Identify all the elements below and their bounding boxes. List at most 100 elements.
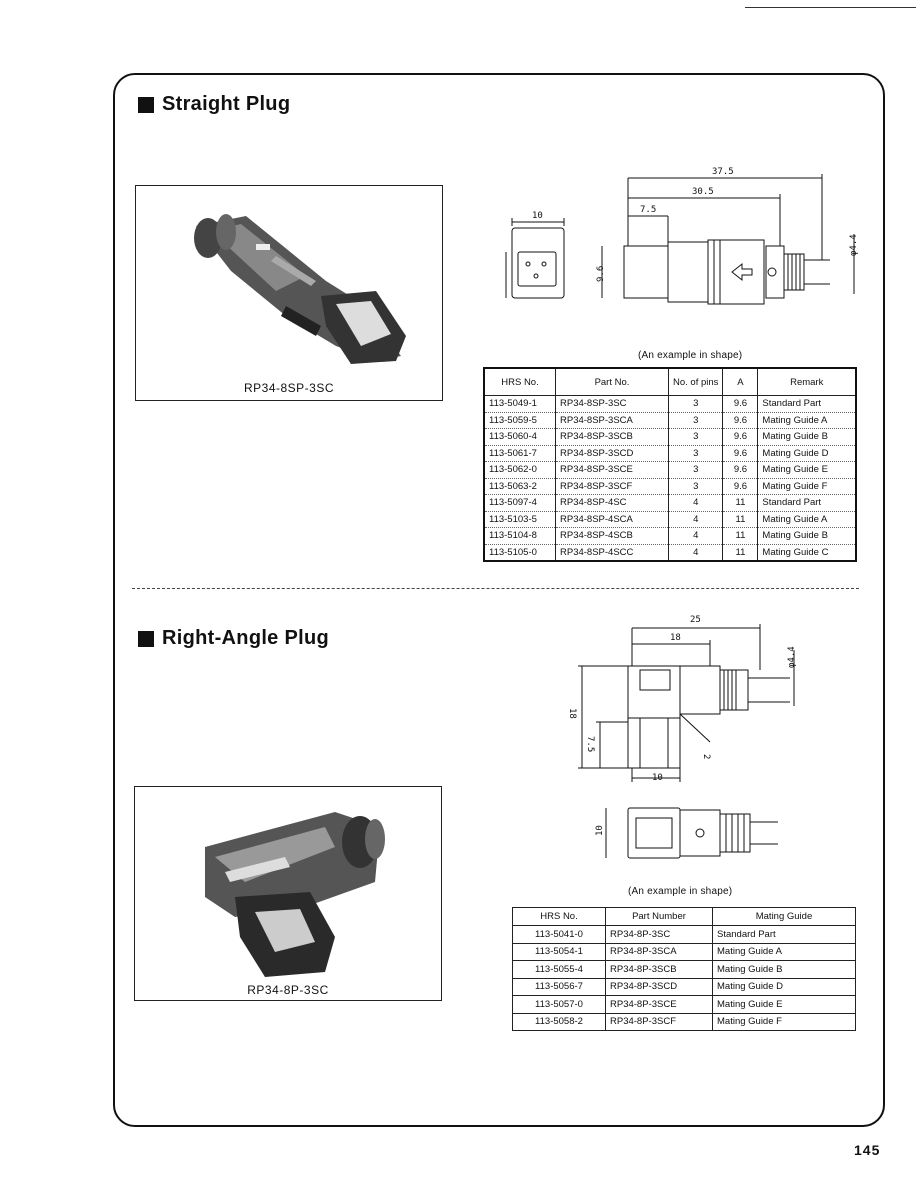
cell-pins: 4 (667, 543, 724, 562)
cell-part: RP34-8P-3SCD (605, 977, 713, 996)
cell-pins: 3 (667, 411, 724, 429)
cell-part: RP34-8SP-3SCA (555, 411, 669, 429)
dim-mid: 30.5 (692, 187, 714, 197)
dim-mid: 18 (670, 633, 681, 643)
cell-remark: Mating Guide B (757, 428, 857, 446)
cell-a: 11 (722, 510, 759, 528)
cell-a: 9.6 (722, 477, 759, 495)
cell-a: 9.6 (722, 411, 759, 429)
cell-remark: Mating Guide D (757, 444, 857, 462)
cell-part: RP34-8P-3SCF (605, 1012, 713, 1031)
cell-guide: Mating Guide B (712, 960, 856, 979)
dim-cable: φ4.4 (849, 234, 859, 256)
photo-caption: RP34-8SP-3SC (243, 381, 335, 395)
dim-lower: 7.5 (585, 736, 595, 752)
col-part-no: Part No. (555, 367, 669, 396)
cell-pins: 4 (667, 527, 724, 545)
dim-width: 10 (532, 211, 543, 221)
dim-angle: 2 (701, 754, 711, 759)
dim-cable: φ4.4 (787, 646, 797, 668)
top-rule (745, 7, 916, 8)
cell-remark: Mating Guide A (757, 411, 857, 429)
cell-pins: 3 (667, 477, 724, 495)
cell-a: 9.6 (722, 461, 759, 479)
square-bullet-icon (138, 630, 154, 647)
cell-hrs: 113-5062-0 (483, 461, 556, 479)
dim-overall: 37.5 (712, 167, 734, 177)
cell-pins: 3 (667, 395, 724, 413)
cell-hrs: 113-5097-4 (483, 494, 556, 512)
cell-pins: 3 (667, 428, 724, 446)
drawing-caption: (An example in shape) (628, 886, 733, 897)
cell-a: 11 (722, 543, 759, 562)
cell-part: RP34-8SP-3SCE (555, 461, 669, 479)
cell-hrs: 113-5041-0 (512, 925, 606, 944)
cell-hrs: 113-5049-1 (483, 395, 556, 413)
cell-guide: Standard Part (712, 925, 856, 944)
col-hrs-no: HRS No. (512, 907, 606, 926)
straight-plug-dimension-drawing: 37.5 30.5 7.5 10 9.6 φ4.4 (505, 167, 859, 305)
page-number: 145 (854, 1142, 881, 1158)
right-angle-plug-photo: RP34-8P-3SC (134, 786, 442, 1001)
cell-part: RP34-8SP-3SCD (555, 444, 669, 462)
col-mating-guide: Mating Guide (712, 907, 856, 926)
cell-remark: Mating Guide C (757, 543, 857, 562)
cell-hrs: 113-5105-0 (483, 543, 556, 562)
dim-overall: 25 (690, 615, 701, 625)
cell-part: RP34-8SP-3SCB (555, 428, 669, 446)
cell-remark: Standard Part (757, 395, 857, 413)
cell-part: RP34-8P-3SCE (605, 995, 713, 1014)
cell-hrs: 113-5103-5 (483, 510, 556, 528)
section-title-right-angle-plug: Right-Angle Plug (138, 627, 329, 650)
cell-pins: 4 (667, 494, 724, 512)
cell-pins: 3 (667, 461, 724, 479)
right-angle-plug-image (205, 812, 385, 977)
section-title-text: Straight Plug (162, 93, 291, 115)
dim-height: 18 (567, 708, 577, 719)
cell-guide: Mating Guide A (712, 942, 856, 961)
cell-a: 11 (722, 494, 759, 512)
right-angle-plug-dimension-drawing: 25 18 18 7.5 10 2 φ4.4 10 (567, 615, 797, 859)
cell-hrs: 113-5104-8 (483, 527, 556, 545)
cell-hrs: 113-5056-7 (512, 977, 606, 996)
cell-hrs: 113-5061-7 (483, 444, 556, 462)
straight-plug-photo: RP34-8SP-3SC (135, 185, 443, 401)
cell-hrs: 113-5058-2 (512, 1012, 606, 1031)
cell-part: RP34-8SP-4SCB (555, 527, 669, 545)
cell-remark: Standard Part (757, 494, 857, 512)
cell-hrs: 113-5059-5 (483, 411, 556, 429)
section-title-text: Right-Angle Plug (162, 627, 329, 649)
cell-hrs: 113-5057-0 (512, 995, 606, 1014)
cell-remark: Mating Guide E (757, 461, 857, 479)
cell-part: RP34-8SP-4SCC (555, 543, 669, 562)
cell-part: RP34-8P-3SCB (605, 960, 713, 979)
cell-pins: 4 (667, 510, 724, 528)
col-a: A (722, 367, 759, 396)
cell-hrs: 113-5060-4 (483, 428, 556, 446)
cell-a: 9.6 (722, 444, 759, 462)
dim-front: 7.5 (640, 205, 656, 215)
col-pins: No. of pins (667, 367, 724, 396)
straight-plug-image (194, 214, 406, 364)
cell-pins: 3 (667, 444, 724, 462)
cell-a: 9.6 (722, 395, 759, 413)
cell-remark: Mating Guide B (757, 527, 857, 545)
cell-a: 9.6 (722, 428, 759, 446)
cell-guide: Mating Guide E (712, 995, 856, 1014)
